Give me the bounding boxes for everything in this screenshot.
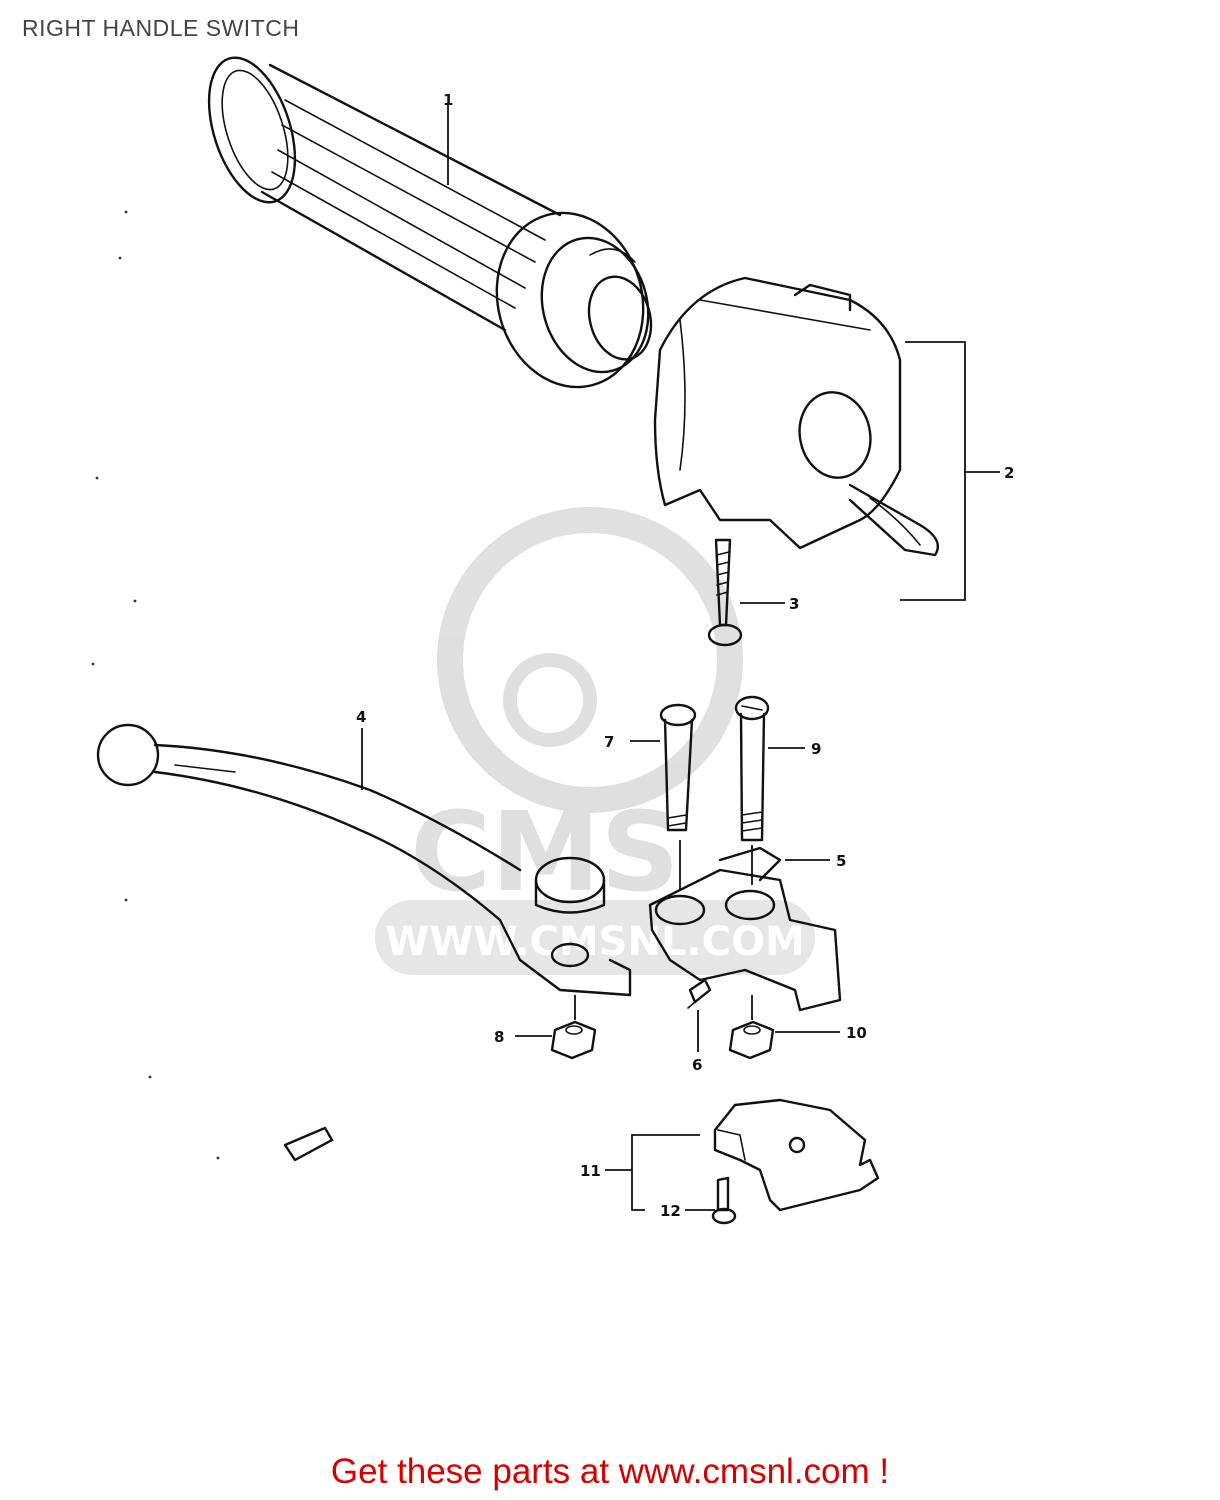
- throttle-grip-drawing: [207, 56, 653, 389]
- scan-dots: [91, 210, 220, 1160]
- callout-labels: 1 2 3 4 5 6 7 8 9 10 11 12: [356, 91, 1014, 1220]
- callout-6: 6: [692, 1056, 702, 1074]
- nut-right-drawing: [728, 1020, 775, 1060]
- pivot-bolt-drawing: [659, 703, 697, 832]
- watermark: CMS WWW.CMSNL.COM: [375, 507, 815, 975]
- adjuster-screw-drawing: [687, 978, 712, 1009]
- callout-4: 4: [356, 708, 366, 726]
- watermark-url: WWW.CMSNL.COM: [385, 919, 805, 965]
- watermark-logo: CMS: [410, 788, 679, 916]
- footer-link[interactable]: Get these parts at www.cmsnl.com !: [330, 1452, 890, 1491]
- parts-diagram: CMS WWW.CMSNL.COM: [91, 56, 1014, 1225]
- nut-left-drawing: [550, 1020, 597, 1060]
- callout-3: 3: [789, 595, 799, 613]
- switch-screw-drawing: [711, 1176, 737, 1225]
- callout-12: 12: [660, 1202, 681, 1220]
- holder-bolt-drawing: [734, 695, 770, 842]
- housing-screw-drawing: [707, 538, 743, 647]
- callout-11: 11: [580, 1162, 601, 1180]
- callout-9: 9: [811, 740, 821, 758]
- callout-10: 10: [846, 1024, 867, 1042]
- callout-8: 8: [494, 1028, 504, 1046]
- brake-lever-drawing: [96, 723, 632, 997]
- callout-1: 1: [443, 91, 453, 109]
- page-title: RIGHT HANDLE SWITCH: [22, 15, 300, 41]
- lever-holder-drawing: [648, 846, 842, 1012]
- leader-lines: [361, 104, 1000, 1211]
- callout-7: 7: [604, 733, 614, 751]
- loose-part-drawing: [283, 1126, 334, 1162]
- callout-5: 5: [836, 852, 846, 870]
- switch-housing-drawing: [653, 276, 940, 557]
- callout-2: 2: [1004, 464, 1014, 482]
- brake-switch-drawing: [713, 1098, 880, 1212]
